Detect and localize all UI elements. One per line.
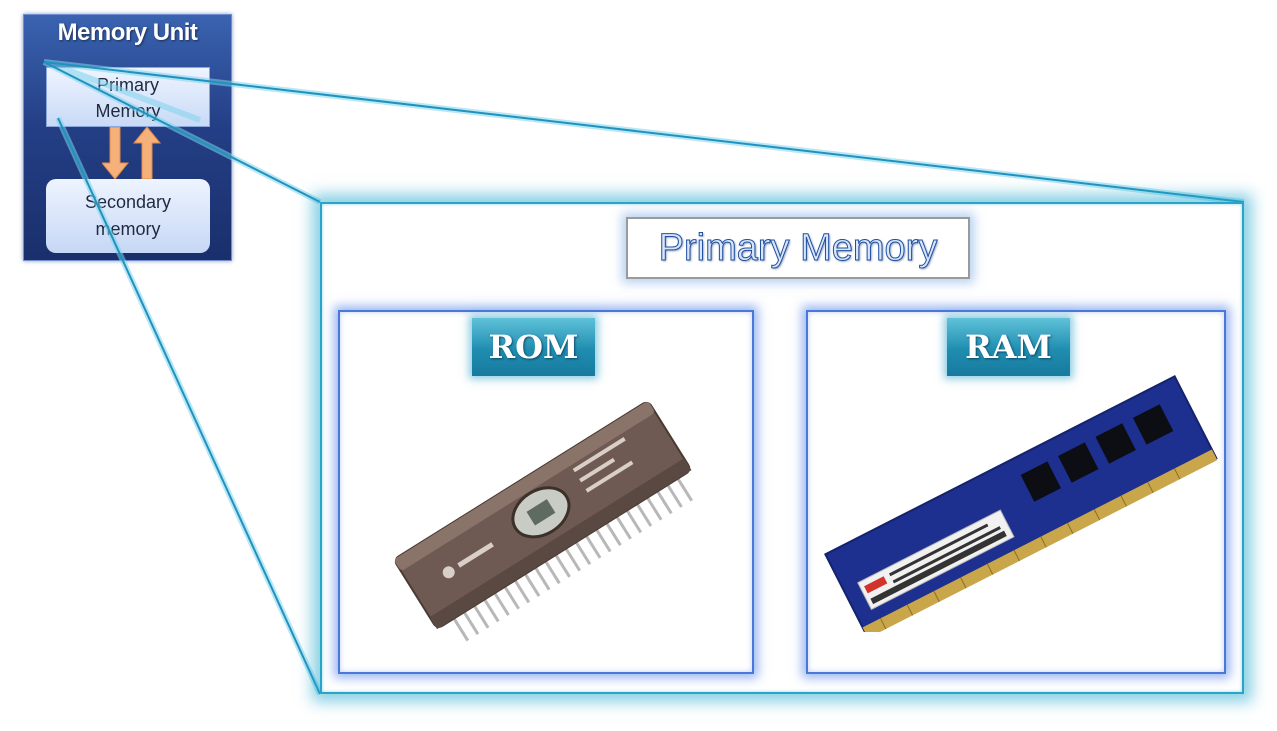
rom-chip-image <box>394 401 693 642</box>
secondary-memory-label-line1: Secondary <box>84 192 172 212</box>
bidirectional-arrows-icon <box>102 127 162 180</box>
ram-box <box>806 310 1226 674</box>
rom-label: ROM <box>472 318 595 376</box>
memory-unit-title: Memory Unit <box>57 19 198 46</box>
ram-stick-image <box>824 375 1218 632</box>
primary-memory-title: Primary Memory <box>626 217 970 279</box>
primary-memory-zoom-frame: Primary Memory ROM RAM <box>320 202 1244 694</box>
ram-label: RAM <box>947 318 1070 376</box>
secondary-memory-box: Secondary memory <box>46 179 210 253</box>
rom-box <box>338 310 754 674</box>
